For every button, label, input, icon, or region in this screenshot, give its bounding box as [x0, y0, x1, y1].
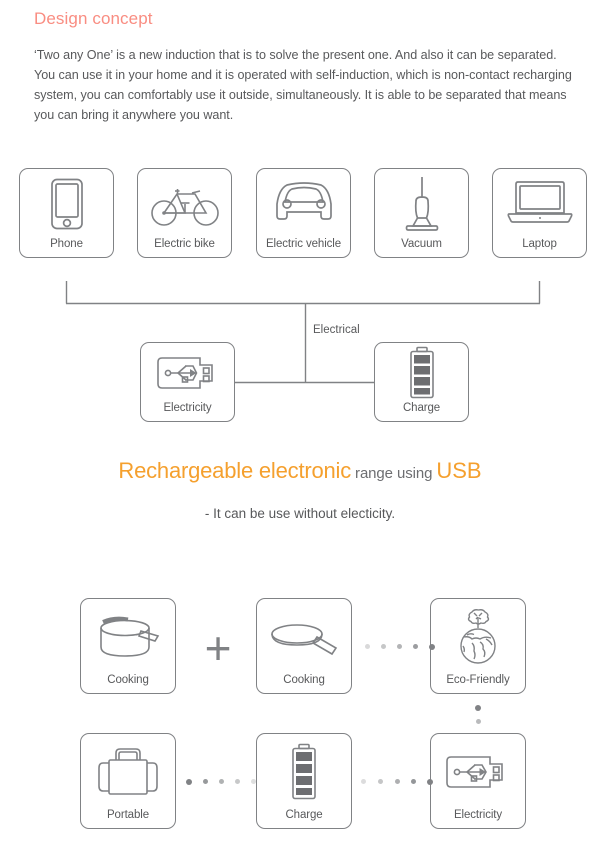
- headline-accent-2: USB: [436, 458, 482, 483]
- battery-full-icon: [257, 734, 351, 809]
- bottom-card-portable[interactable]: Portable: [80, 733, 176, 829]
- device-card-electric-vehicle[interactable]: Electric vehicle: [256, 168, 351, 258]
- intro-paragraph: ‘Two any One’ is a new induction that is…: [34, 48, 572, 122]
- device-card-label: Electric bike: [154, 238, 215, 250]
- headline-subline: - It can be use without electicity.: [204, 506, 396, 521]
- bottom-card-electricity[interactable]: Electricity: [430, 733, 526, 829]
- mid-card-label: Charge: [402, 402, 441, 414]
- usb-plug-icon: [141, 343, 234, 402]
- device-card-label: Phone: [50, 238, 83, 250]
- bottom-card-label: Cooking: [283, 674, 325, 686]
- device-card-label: Electric vehicle: [265, 238, 342, 250]
- headline-accent-1: Rechargeable electronic: [118, 458, 352, 483]
- bottom-card-label: Charge: [285, 809, 323, 821]
- device-card-label: Laptop: [522, 238, 557, 250]
- electrical-connector-label: Electrical: [313, 324, 360, 336]
- device-card-label: Vacuum: [401, 238, 442, 250]
- usb-plug-icon: [431, 734, 525, 809]
- suitcase-icon: [81, 734, 175, 809]
- mid-card-charge[interactable]: Charge: [374, 342, 469, 422]
- bottom-card-label: Portable: [106, 809, 150, 821]
- device-card-vacuum[interactable]: Vacuum: [374, 168, 469, 258]
- headline-plain: range using: [355, 465, 433, 482]
- bottom-card-label: Eco-Friendly: [446, 674, 510, 686]
- globe-tree-icon: [431, 599, 525, 674]
- page-title: Design concept: [34, 9, 153, 28]
- bottom-card-charge[interactable]: Charge: [256, 733, 352, 829]
- mid-card-label: Electricity: [163, 402, 212, 414]
- cooking-pot-icon: [81, 599, 175, 674]
- plus-icon: +: [204, 622, 232, 674]
- smartphone-icon: [20, 169, 113, 238]
- device-card-phone[interactable]: Phone: [19, 168, 114, 258]
- laptop-icon: [493, 169, 586, 238]
- mid-card-electricity[interactable]: Electricity: [140, 342, 235, 422]
- car-icon: [257, 169, 350, 238]
- frying-pan-icon: [257, 599, 351, 674]
- device-card-laptop[interactable]: Laptop: [492, 168, 587, 258]
- bottom-card-label: Electricity: [453, 809, 503, 821]
- bottom-card-label: Cooking: [107, 674, 149, 686]
- bottom-card-eco-friendly[interactable]: Eco-Friendly: [430, 598, 526, 694]
- vacuum-cleaner-icon: [375, 169, 468, 238]
- bottom-card-cooking-pan[interactable]: Cooking: [256, 598, 352, 694]
- device-card-electric-bike[interactable]: Electric bike: [137, 168, 232, 258]
- bicycle-icon: [138, 169, 231, 238]
- bottom-card-cooking-pot[interactable]: Cooking: [80, 598, 176, 694]
- battery-full-icon: [375, 343, 468, 402]
